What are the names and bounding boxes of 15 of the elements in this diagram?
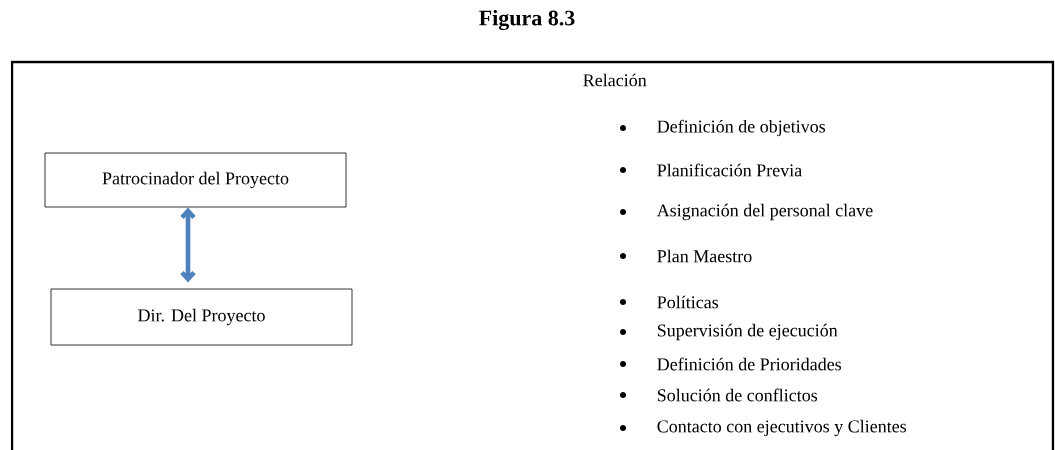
- list-item: Planificación Previa: [657, 163, 802, 177]
- list-item: Contacto con ejecutivos y Clientes: [657, 419, 907, 437]
- arrow: [180, 207, 196, 283]
- list-item: Solución de conflictos: [657, 388, 818, 402]
- list-item: Asignación del personal clave: [656, 203, 873, 221]
- frame-box: [10, 60, 1055, 450]
- process-box: Dir. Del Proyecto: [50, 288, 353, 346]
- list-item: Definición de Prioridades: [657, 357, 842, 371]
- list-item: Políticas: [657, 295, 719, 309]
- list-item: Supervisión de ejecución: [657, 323, 838, 341]
- heading-text: Relación: [583, 73, 647, 87]
- figure-title: Figura 8.3: [479, 9, 575, 31]
- list-item: Plan Maestro: [657, 249, 752, 263]
- process-box: Patrocinador del Proyecto: [44, 152, 347, 208]
- list-item: Definición de objetivos: [657, 119, 826, 137]
